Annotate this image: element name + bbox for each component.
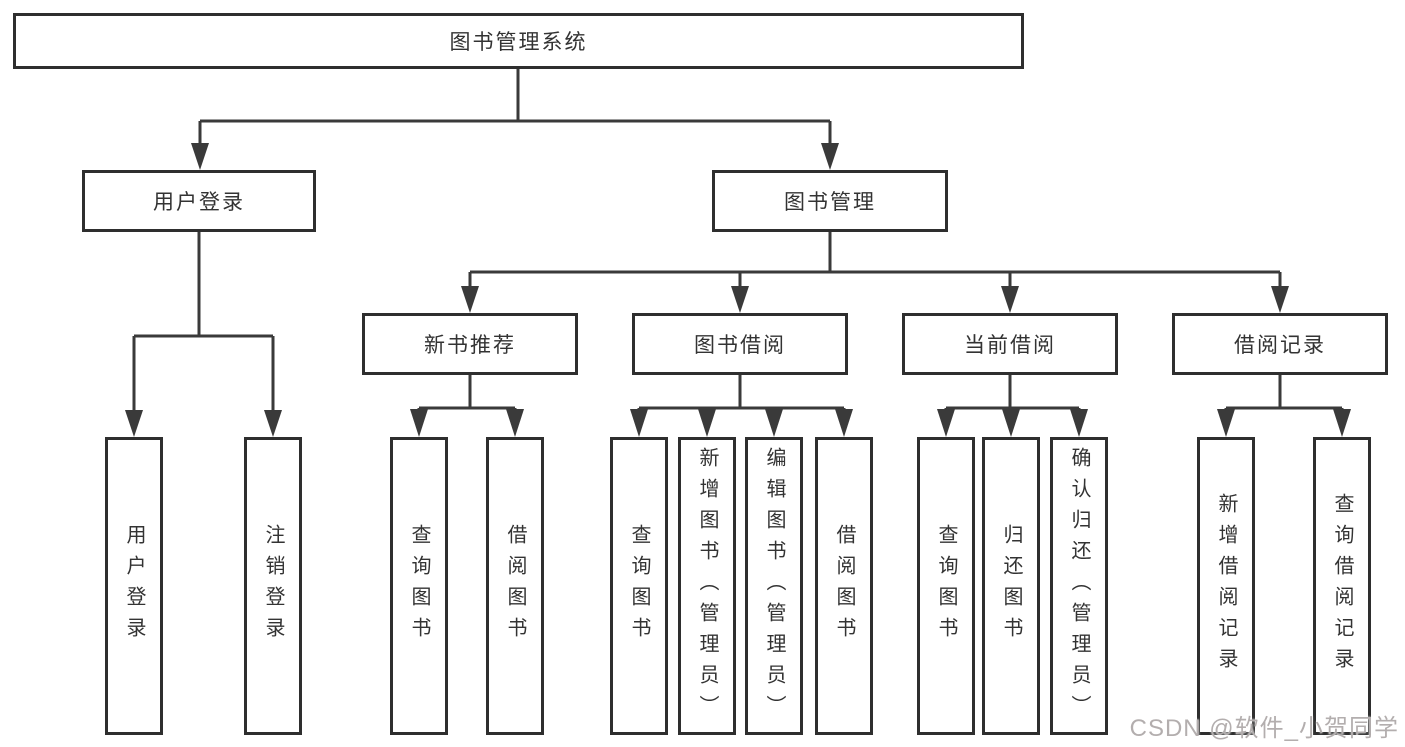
node-query-borrow-record: 查询借阅记录 [1313,437,1371,735]
node-add-book-admin-label: 新增图书（管理员） [696,446,718,726]
node-current-borrow-label: 当前借阅 [964,334,1056,357]
node-confirm-return-admin-label: 确认归还（管理员） [1068,446,1090,726]
node-root: 图书管理系统 [13,13,1024,69]
node-query-books-recommend: 查询图书 [390,437,448,735]
node-edit-book-admin-label: 编辑图书（管理员） [763,446,785,726]
node-book-management-label: 图书管理 [784,191,876,214]
node-add-book-admin: 新增图书（管理员） [678,437,736,735]
node-borrow-books-recommend: 借阅图书 [486,437,544,735]
node-query-books-borrow: 查询图书 [610,437,668,735]
node-borrow-books-recommend-label: 借阅图书 [504,524,526,648]
node-borrow-books-action: 借阅图书 [815,437,873,735]
node-edit-book-admin: 编辑图书（管理员） [745,437,803,735]
node-query-books-current: 查询图书 [917,437,975,735]
node-borrow-books-action-label: 借阅图书 [833,524,855,648]
node-user-login-label: 用户登录 [153,191,245,214]
node-query-books-borrow-label: 查询图书 [628,524,650,648]
node-add-borrow-record: 新增借阅记录 [1197,437,1255,735]
node-current-borrow: 当前借阅 [902,313,1118,375]
node-query-books-recommend-label: 查询图书 [408,524,430,648]
node-return-book: 归还图书 [982,437,1040,735]
node-user-login-action: 用户登录 [105,437,163,735]
node-book-borrow-label: 图书借阅 [694,334,786,357]
node-user-login: 用户登录 [82,170,316,232]
node-new-book-recommend: 新书推荐 [362,313,578,375]
watermark: CSDN @软件_小贺同学 [1129,715,1399,742]
node-query-books-current-label: 查询图书 [935,524,957,648]
node-root-label: 图书管理系统 [449,31,588,54]
node-user-login-action-label: 用户登录 [123,524,145,648]
node-confirm-return-admin: 确认归还（管理员） [1050,437,1108,735]
node-logout-label: 注销登录 [262,524,284,648]
node-borrow-records: 借阅记录 [1172,313,1388,375]
node-add-borrow-record-label: 新增借阅记录 [1215,493,1237,679]
node-new-book-recommend-label: 新书推荐 [424,334,516,357]
node-return-book-label: 归还图书 [1000,524,1022,648]
node-logout: 注销登录 [244,437,302,735]
node-book-management: 图书管理 [712,170,948,232]
node-query-borrow-record-label: 查询借阅记录 [1331,493,1353,679]
node-borrow-records-label: 借阅记录 [1234,334,1326,357]
node-book-borrow: 图书借阅 [632,313,848,375]
